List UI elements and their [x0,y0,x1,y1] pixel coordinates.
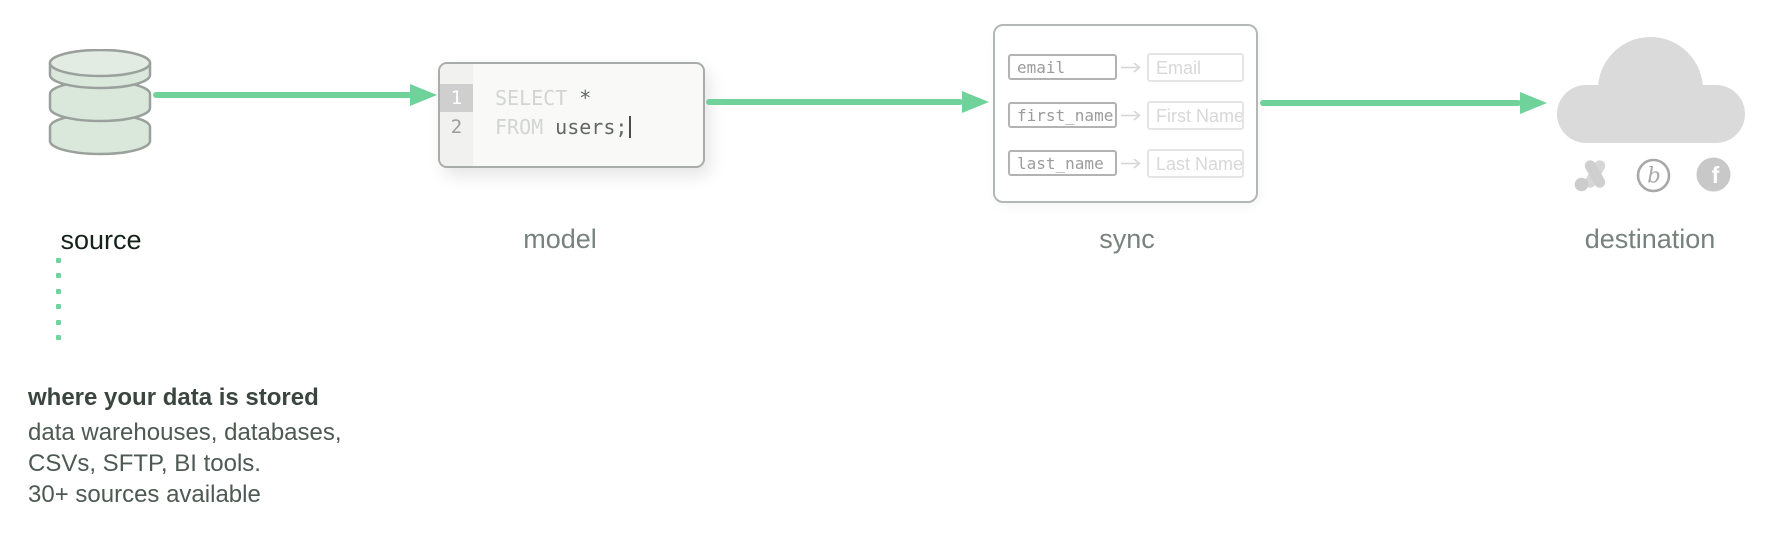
source-description: where your data is stored data warehouse… [28,382,342,510]
code-line-2: FROM users; [495,113,632,141]
mapping-arrow-icon [1121,158,1141,169]
line-number-2: 2 [450,116,463,138]
arrow-source-to-model [153,92,412,98]
svg-text:b: b [1647,164,1660,188]
destination-field: First Name [1147,101,1244,130]
mapping-row: email Email [995,53,1256,82]
stage-label-source: source [60,225,142,255]
source-description-line: CSVs, SFTP, BI tools. [28,450,261,477]
destination-field: Email [1147,53,1244,82]
cloud-icon [1557,85,1745,143]
line-number-1: 1 [440,84,473,112]
mapping-arrow-icon [1121,110,1141,121]
code-line-1: SELECT * [495,84,591,112]
mapping-row: last_name Last Name [995,149,1256,178]
braze-icon: b [1636,158,1671,193]
svg-text:f: f [1712,162,1720,188]
arrow-model-to-sync-head [962,91,989,113]
sql-keyword: FROM [495,115,544,139]
destination-field: Last Name [1147,149,1244,178]
database-icon [48,49,152,156]
source-field: email [1008,54,1117,80]
text-cursor [629,116,632,138]
source-field: first_name [1008,102,1117,128]
mapping-arrow-icon [1121,62,1141,73]
editor-gutter [440,64,473,166]
google-ads-icon [1574,160,1606,192]
stage-label-sync: sync [1099,224,1155,254]
arrow-source-to-model-head [410,84,437,106]
facebook-icon: f [1696,157,1731,192]
mapping-row: first_name First Name [995,101,1256,130]
source-field: last_name [1008,150,1117,176]
arrow-model-to-sync [706,99,963,105]
sync-mapping-panel: email Email first_name First Name last_n… [993,24,1258,203]
stage-label-model: model [523,224,597,254]
source-description-line: 30+ sources available [28,481,261,508]
sql-code: * [579,86,592,110]
arrow-sync-to-destination-head [1520,92,1547,114]
stage-label-destination: destination [1584,224,1716,254]
source-description-title: where your data is stored [28,384,319,411]
sql-editor: 1 2 SELECT * FROM users; [438,62,705,168]
source-description-line: data warehouses, databases, [28,419,342,446]
arrow-sync-to-destination [1260,100,1521,106]
sql-keyword: SELECT [495,86,568,110]
sql-code: users; [555,115,628,139]
